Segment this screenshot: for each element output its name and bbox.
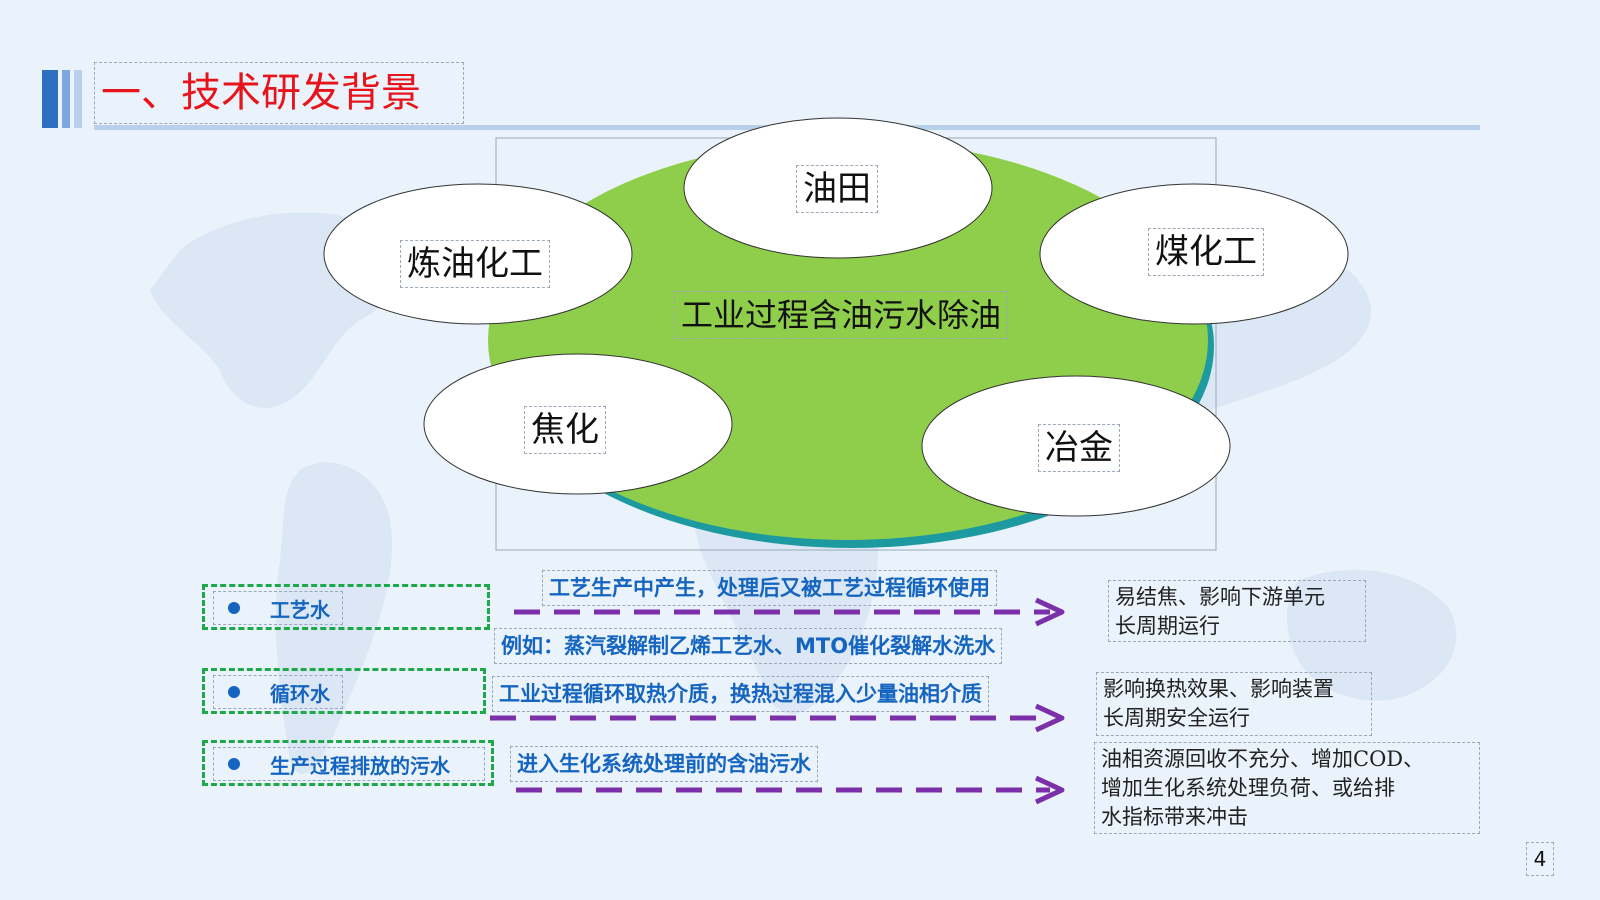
description-process-water-1: 工艺生产中产生，处理后又被工艺过程循环使用: [542, 570, 997, 606]
bullet-icon: [228, 686, 240, 698]
description-process-water-2: 例如：蒸汽裂解制乙烯工艺水、MTO催化裂解水洗水: [494, 628, 1003, 664]
effect-line: 增加生化系统处理负荷、或给排: [1101, 776, 1395, 800]
node-ellipse-oilfield: [683, 117, 993, 259]
bullet-icon: [228, 758, 240, 770]
category-label: 循环水: [270, 681, 330, 706]
node-label-refining: 炼油化工: [400, 240, 550, 288]
description-circulating-water: 工业过程循环取热介质，换热过程混入少量油相介质: [492, 676, 989, 712]
page-number: 4: [1526, 842, 1554, 876]
node-ellipse-coking: [423, 353, 733, 495]
node-label-coking: 焦化: [524, 406, 606, 454]
category-box-discharge-water: 生产过程排放的污水: [202, 740, 494, 786]
effect-line: 水指标带来冲击: [1101, 805, 1248, 829]
category-inner: 工艺水: [213, 591, 343, 625]
category-inner: 生产过程排放的污水: [213, 747, 485, 781]
diagram-center-label: 工业过程含油污水除油: [674, 291, 1009, 339]
node-label-metallurgy: 冶金: [1038, 424, 1120, 472]
category-label: 工艺水: [270, 597, 330, 622]
effect-discharge-water: 油相资源回收不充分、增加COD、 增加生化系统处理负荷、或给排 水指标带来冲击: [1094, 742, 1480, 834]
node-label-oilfield: 油田: [796, 165, 878, 213]
bullet-icon: [228, 602, 240, 614]
node-ellipse-metallurgy: [921, 375, 1231, 517]
category-inner: 循环水: [213, 675, 343, 709]
node-ellipse-refining: [323, 183, 633, 325]
effect-circulating-water: 影响换热效果、影响装置 长周期安全运行: [1096, 672, 1372, 736]
effect-process-water: 易结焦、影响下游单元 长周期运行: [1108, 580, 1366, 642]
effect-line: 影响换热效果、影响装置: [1103, 677, 1334, 701]
description-discharge-water: 进入生化系统处理前的含油污水: [510, 746, 818, 782]
effect-line: 易结焦、影响下游单元: [1115, 585, 1325, 609]
slide-title: 一、技术研发背景: [94, 62, 464, 124]
effect-line: 长周期安全运行: [1103, 706, 1250, 730]
node-ellipse-coal-chemical: [1039, 183, 1349, 325]
effect-line: 油相资源回收不充分、增加COD、: [1101, 747, 1425, 771]
category-box-process-water: 工艺水: [202, 584, 490, 630]
category-label: 生产过程排放的污水: [270, 753, 450, 778]
effect-line: 长周期运行: [1115, 614, 1220, 638]
node-label-coal-chemical: 煤化工: [1148, 228, 1264, 276]
category-box-circulating-water: 循环水: [202, 668, 486, 714]
